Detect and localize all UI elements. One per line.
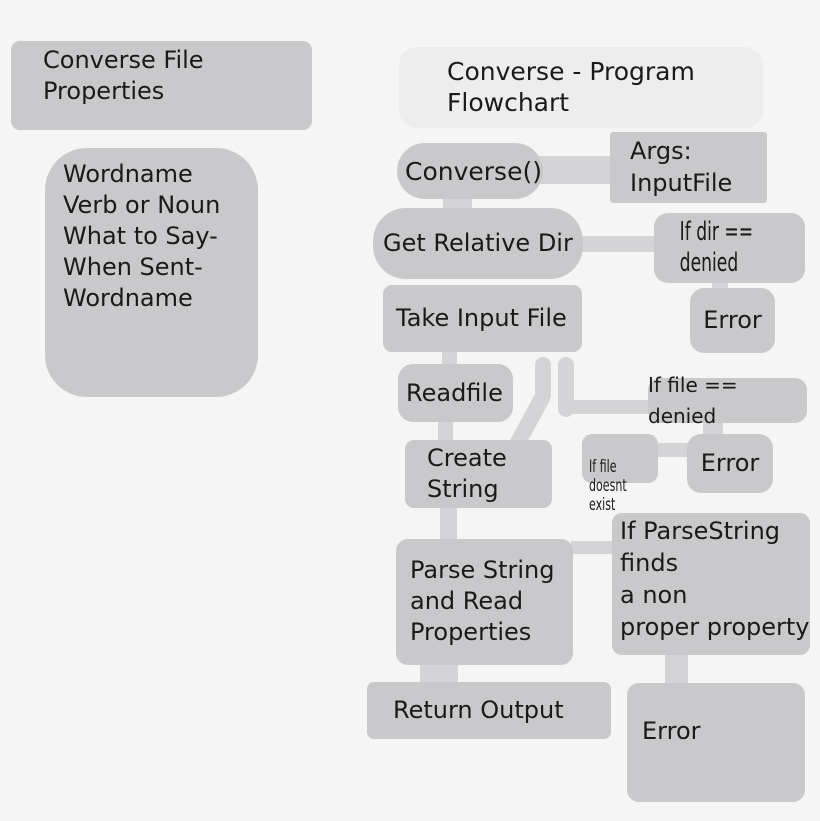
converse-file-properties-box: Converse File Properties [11,41,312,130]
node-parse-string: Parse String and Read Properties [396,539,573,665]
node-error-dir: Error [690,288,775,353]
node-if-file-denied: If file == denied [648,373,807,428]
connector-create-string-to-parse-string [440,506,457,541]
connector-converse-to-get-relative-dir [443,196,472,210]
node-if-file-doesnt-exist-label: If file doesnt exist [589,457,627,515]
node-args-inputfile: Args: InputFile [610,132,767,203]
node-if-parsestring: If ParseString finds a non proper proper… [612,513,810,655]
connector-get-relative-dir-to-if-dir-denied [578,236,658,252]
node-if-dir-denied: If dir == denied [654,213,805,283]
connector-if-dir-denied-to-error [712,280,728,290]
node-converse: Converse() [397,143,543,199]
connector-take-input-file-to-readfile [442,350,457,366]
connector-to-if-file-denied [562,400,652,414]
node-create-string: Create String [405,440,552,508]
node-if-file-doesnt-exist: If file doesnt exist [582,434,658,515]
node-get-relative-dir: Get Relative Dir [373,208,583,279]
connector-readfile-to-create-string [438,420,453,442]
node-error-file: Error [687,434,773,493]
node-take-input-file: Take Input File [383,285,582,352]
connector-if-file-denied-to-error [703,421,723,436]
connector-if-parsestring-to-error [665,654,688,684]
node-readfile: Readfile [398,364,513,422]
node-if-dir-denied-label: If dir == denied [679,217,754,278]
connector-file-doesnt-exist-to-error [656,443,689,457]
connector-parse-string-to-return-output [420,664,458,683]
flowchart-title: Converse - Program Flowchart [399,47,763,128]
node-return-output: Return Output [367,682,611,739]
node-error-parse: Error [627,683,805,802]
connector-parse-string-to-if-parsestring [571,541,614,554]
wordname-note-box: Wordname Verb or Noun What to Say- When … [45,148,258,397]
